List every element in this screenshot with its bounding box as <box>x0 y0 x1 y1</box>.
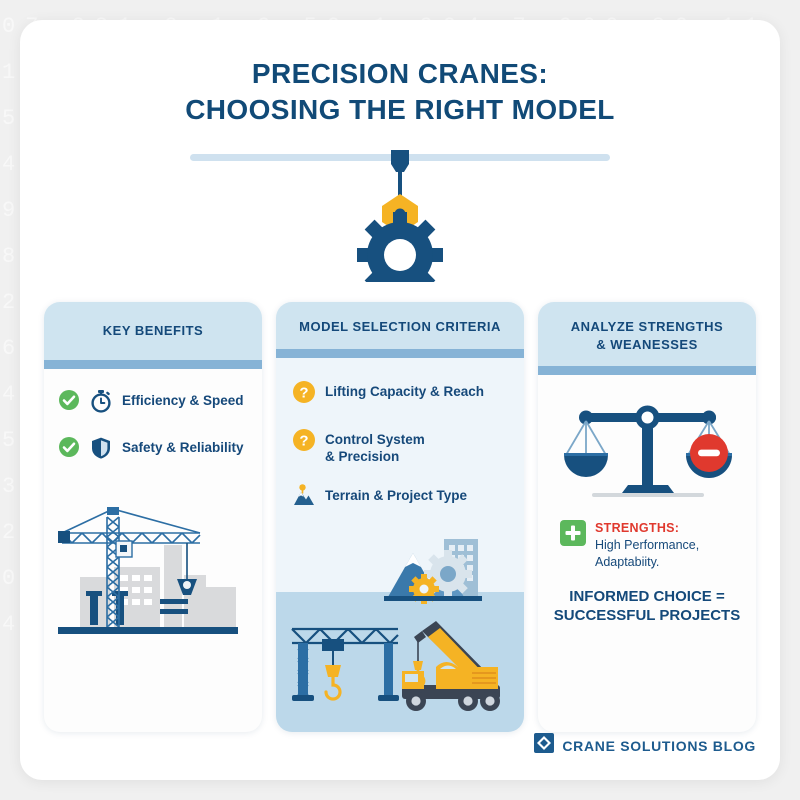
cranes-illustration <box>276 527 524 732</box>
check-circle-icon <box>58 436 80 463</box>
footer[interactable]: CRANE SOLUTIONS BLOG <box>534 733 756 758</box>
question-circle-icon: ? <box>292 380 316 409</box>
panel-body-analyze: STRENGTHS: High Performance, Adaptabiity… <box>538 375 756 732</box>
mobile-crane-truck-icon <box>402 621 500 711</box>
list-item[interactable]: Efficiency & Speed <box>58 389 262 418</box>
svg-text:?: ? <box>299 384 308 401</box>
panel-key-benefits[interactable]: KEY BENEFITS <box>44 302 262 732</box>
strengths-title: STRENGTHS: <box>595 521 680 536</box>
strengths-block: STRENGTHS: High Performance, Adaptabiity… <box>538 506 756 571</box>
mountain-pin-icon <box>292 484 316 513</box>
panel-model-selection-criteria[interactable]: MODEL SELECTION CRITERIA ? Lifting Capac… <box>276 302 524 732</box>
diamond-logo-icon <box>534 733 555 758</box>
balance-scales-illustration <box>538 375 756 506</box>
list-item[interactable]: ? Lifting Capacity & Reach <box>292 380 524 409</box>
list-item[interactable]: Terrain & Project Type <box>292 484 524 513</box>
criteria-list: ? Lifting Capacity & Reach ? Control Sys… <box>276 358 524 514</box>
panel-analyze-strengths-weaknesses[interactable]: ANALYZE STRENGTHS & WEANESSES <box>538 302 756 732</box>
panels-container: KEY BENEFITS <box>20 302 780 732</box>
panel-stripe <box>44 359 262 369</box>
title-line-1: PRECISION CRANES: <box>251 58 549 89</box>
page-title: PRECISION CRANES: CHOOSING THE RIGHT MOD… <box>20 20 780 128</box>
tower-crane-illustration <box>44 499 262 654</box>
panel-title-model-selection: MODEL SELECTION CRITERIA <box>276 302 524 349</box>
stopwatch-icon <box>89 389 113 418</box>
question-circle-icon: ? <box>292 428 316 457</box>
strengths-body-line-2: Adaptabiity. <box>595 554 660 569</box>
panel-stripe <box>538 366 756 376</box>
panel-body-model-selection: ? Lifting Capacity & Reach ? Control Sys… <box>276 358 524 732</box>
panel-stripe <box>276 348 524 358</box>
shield-icon <box>89 436 113 465</box>
hook-block-icon <box>391 149 409 172</box>
panel-title-key-benefits: KEY BENEFITS <box>44 302 262 360</box>
panel-title-analyze: ANALYZE STRENGTHS & WEANESSES <box>538 302 756 367</box>
infographic-card: PRECISION CRANES: CHOOSING THE RIGHT MOD… <box>20 20 780 780</box>
gantry-crane-icon <box>291 627 399 701</box>
list-item-label: Terrain & Project Type <box>325 488 468 504</box>
hook-gear-illustration <box>20 142 780 282</box>
svg-text:?: ? <box>299 432 308 449</box>
benefits-list: Efficiency & Speed Safety & Reliab <box>44 369 262 465</box>
title-line-2: CHOOSING THE RIGHT MODEL <box>185 93 615 125</box>
footer-brand-label: CRANE SOLUTIONS BLOG <box>562 737 756 754</box>
conclusion-line-2: SUCCESSFUL PROJECTS <box>553 607 741 625</box>
crane-hook-gear-svg <box>357 149 443 282</box>
check-circle-icon <box>58 389 80 416</box>
conclusion-text: INFORMED CHOICE = SUCCESSFUL PROJECTS <box>538 571 756 626</box>
list-item-label: Safety & Reliability <box>122 439 244 455</box>
list-item[interactable]: ? Control System & Precision <box>292 428 524 466</box>
list-item-label: Control System & Precision <box>325 431 425 464</box>
list-item[interactable]: Safety & Reliability <box>58 436 262 465</box>
panel-body-key-benefits: Efficiency & Speed Safety & Reliab <box>44 369 262 732</box>
terrain-gears-illustration <box>384 539 482 604</box>
gear-icon <box>357 211 443 282</box>
conclusion-line-1: INFORMED CHOICE = <box>569 587 725 605</box>
list-item-label: Efficiency & Speed <box>122 392 244 408</box>
list-item-label: Lifting Capacity & Reach <box>325 383 485 399</box>
panel-title-line-1: ANALYZE STRENGTHS <box>570 319 724 334</box>
lower-band <box>276 592 524 732</box>
plus-square-icon <box>560 520 586 551</box>
strengths-body-line-1: High Performance, <box>595 537 700 552</box>
panel-title-line-2: & WEANESSES <box>596 336 698 352</box>
